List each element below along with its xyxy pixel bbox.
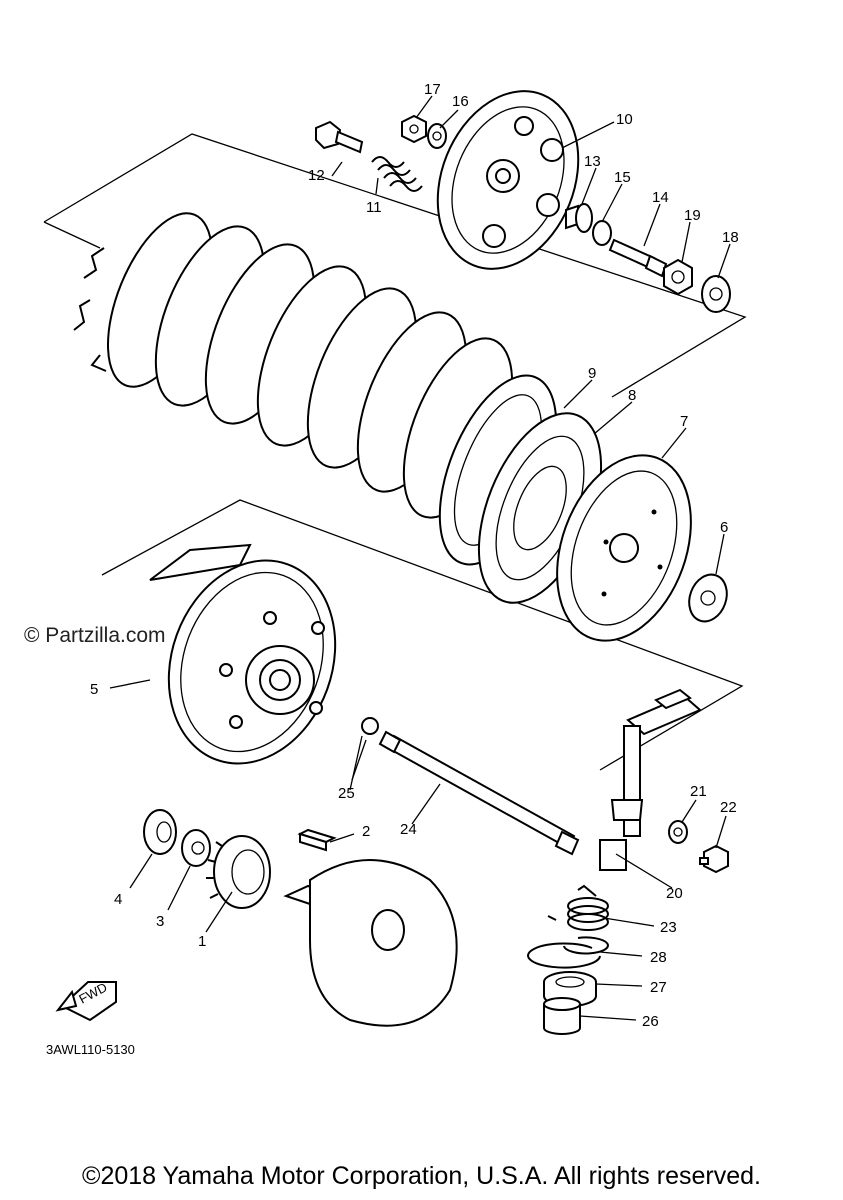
callout-23: 23: [660, 919, 677, 936]
callout-2: 2: [362, 823, 370, 840]
callout-11: 11: [366, 199, 382, 216]
callout-25: 25: [338, 785, 355, 802]
part-28-circlip: [527, 936, 609, 969]
callout-24: 24: [400, 821, 417, 838]
leader-lines: [109, 95, 731, 1021]
part-17-nut: [401, 114, 427, 144]
callout-5: 5: [90, 681, 98, 698]
part-6-lock-washer: [688, 573, 728, 623]
callout-12: 12: [308, 167, 325, 184]
part-5-clutch-housing: [149, 543, 337, 765]
callout-7: 7: [680, 413, 688, 430]
clutch-plates-stack: [73, 212, 514, 519]
crankshaft: [283, 859, 458, 1027]
part-18-lock-washer: [701, 275, 731, 313]
copyright-notice: ©2018 Yamaha Motor Corporation, U.S.A. A…: [82, 1162, 761, 1190]
callout-19: 19: [684, 207, 701, 224]
part-26-bushing: [543, 997, 581, 1035]
callout-22: 22: [720, 799, 737, 816]
diagram-code: 3AWL110-5130: [46, 1042, 135, 1057]
part-20-shaft: [599, 688, 702, 871]
part-24-push-rod: [378, 730, 580, 856]
callout-1: 1: [198, 933, 206, 950]
part-12-bolt: [315, 120, 364, 154]
part-4-washer: [143, 809, 177, 855]
callout-10: 10: [616, 111, 633, 128]
fwd-arrow-icon: FWD: [55, 980, 117, 1022]
part-1-drive-gear: [206, 835, 271, 909]
callout-14: 14: [652, 189, 669, 206]
callout-6: 6: [720, 519, 728, 536]
callout-21: 21: [690, 783, 707, 800]
part-21-washer: [668, 820, 688, 844]
part-2-key: [297, 828, 337, 852]
part-19-nut: [663, 258, 693, 296]
part-23-spring: [547, 884, 609, 931]
callout-17: 17: [424, 81, 441, 98]
part-16-washer: [427, 123, 447, 149]
callout-labels: 1 2 3 4 5 6 7 8 9 10 11 12 13 14 15 16 1…: [90, 81, 739, 1030]
callout-9: 9: [588, 365, 596, 382]
callout-3: 3: [156, 913, 164, 930]
callout-16: 16: [452, 93, 469, 110]
callout-27: 27: [650, 979, 667, 996]
part-11-spring: [371, 156, 423, 192]
part-25-ball: [361, 717, 379, 735]
callout-13: 13: [584, 153, 601, 170]
part-22-bolt: [699, 844, 729, 874]
part-3-lock-washer: [181, 829, 211, 867]
callout-18: 18: [722, 229, 739, 246]
callout-20: 20: [666, 885, 683, 902]
part-15-circlip: [592, 220, 612, 246]
part-10-pressure-plate: [436, 90, 580, 270]
callout-15: 15: [614, 169, 631, 186]
partzilla-watermark: © Partzilla.com: [24, 624, 166, 647]
part-14-adjuster: [608, 238, 668, 278]
callout-26: 26: [642, 1013, 659, 1030]
callout-28: 28: [650, 949, 667, 966]
callout-4: 4: [114, 891, 122, 908]
part-13-push-piece: [565, 203, 593, 233]
part-7-hub: [556, 454, 692, 642]
callout-8: 8: [628, 387, 636, 404]
